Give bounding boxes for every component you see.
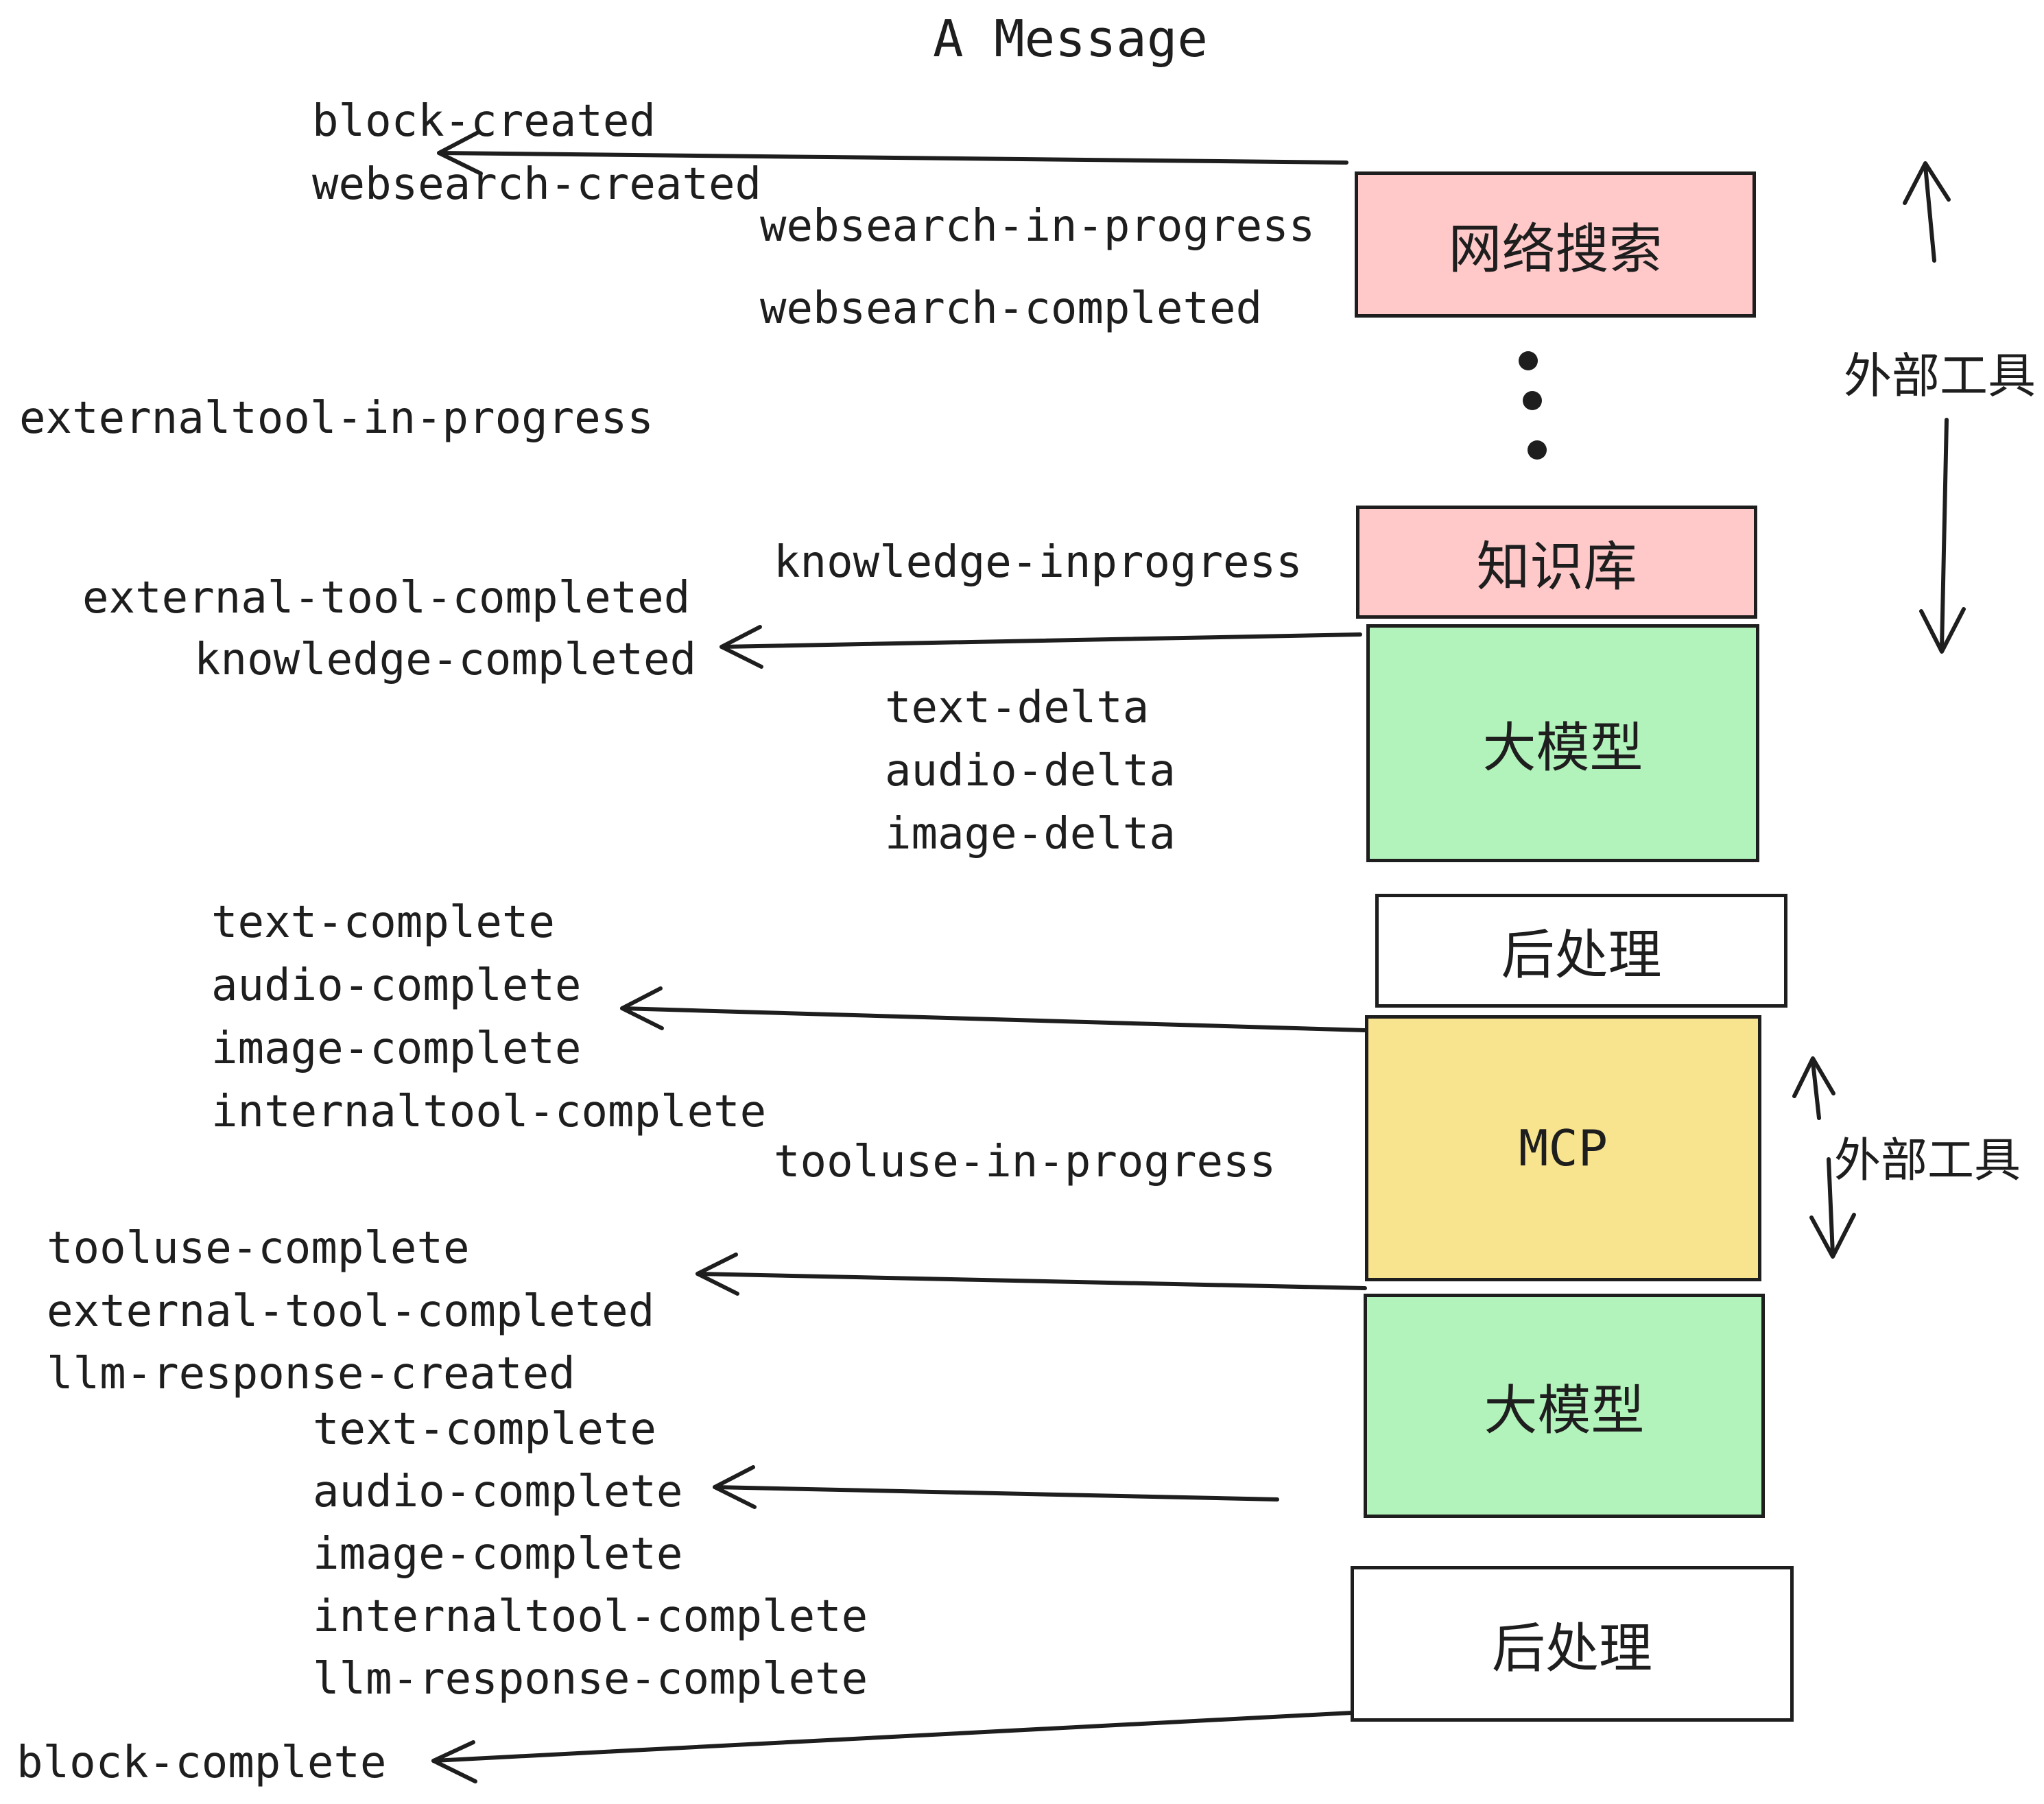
- event-label-websearch-completed: websearch-completed: [760, 283, 1263, 334]
- event-label-block-complete: block-complete: [16, 1737, 387, 1788]
- event-label-externaltool-in-progress: externaltool-in-progress: [19, 393, 654, 444]
- node-postprocess-2-label: 后处理: [1491, 1617, 1652, 1680]
- arrow-postprocess2-to-block-complete: [431, 1710, 1367, 1783]
- arrow-websearch-to-created: [437, 130, 1348, 176]
- event-label-block-created: block-created: [312, 96, 656, 147]
- arrow-knowledge-to-completed: [720, 625, 1362, 669]
- external-tools-arrow-1: [1903, 161, 1966, 654]
- event-label-internaltool-complete-2: internaltool-complete: [313, 1591, 868, 1642]
- event-label-audio-complete: audio-complete: [211, 960, 582, 1011]
- event-label-audio-complete-2: audio-complete: [313, 1467, 683, 1517]
- arrow-llm2-to-complete: [713, 1465, 1279, 1509]
- event-label-tooluse-complete: tooluse-complete: [47, 1223, 470, 1274]
- node-llm-1-label: 大模型: [1482, 717, 1643, 779]
- node-websearch-label: 网络搜索: [1448, 218, 1663, 281]
- external-tools-label-2: 外部工具: [1834, 1134, 2021, 1188]
- node-postprocess-1: 后处理: [1375, 894, 1787, 1008]
- event-label-knowledge-inprogress: knowledge-inprogress: [774, 537, 1303, 588]
- external-tools-label-1: 外部工具: [1844, 348, 2036, 404]
- event-label-internaltool-complete: internaltool-complete: [211, 1087, 767, 1137]
- event-label-text-complete: text-complete: [211, 897, 555, 948]
- event-label-llm-response-complete: llm-response-complete: [313, 1654, 868, 1705]
- node-knowledge: 知识库: [1356, 506, 1757, 619]
- node-postprocess-2: 后处理: [1351, 1566, 1794, 1722]
- event-label-image-delta: image-delta: [885, 809, 1176, 859]
- event-label-text-delta: text-delta: [885, 683, 1150, 733]
- node-websearch: 网络搜索: [1355, 171, 1756, 318]
- node-llm-2-label: 大模型: [1484, 1379, 1645, 1442]
- external-tools-arrow-2: [1792, 1056, 1856, 1259]
- event-label-image-complete-2: image-complete: [313, 1529, 683, 1580]
- event-label-external-tool-completed-2: external-tool-completed: [47, 1286, 655, 1337]
- node-mcp-label: MCP: [1518, 1119, 1608, 1177]
- arrow-mcp-to-tooluse-complete: [696, 1253, 1367, 1296]
- event-label-llm-response-created: llm-response-created: [47, 1349, 575, 1399]
- arrow-postprocess1-to-complete: [620, 986, 1367, 1032]
- event-label-image-complete: image-complete: [211, 1023, 582, 1074]
- node-mcp: MCP: [1365, 1015, 1761, 1281]
- node-knowledge-label: 知识库: [1476, 536, 1637, 598]
- ellipsis-dots: [1519, 351, 1547, 460]
- event-label-websearch-in-progress: websearch-in-progress: [760, 201, 1316, 252]
- event-label-text-complete-2: text-complete: [313, 1404, 656, 1455]
- event-label-websearch-created: websearch-created: [312, 159, 762, 210]
- event-label-knowledge-completed: knowledge-completed: [194, 634, 697, 685]
- diagram-title: A Message: [933, 10, 1208, 69]
- node-postprocess-1-label: 后处理: [1501, 925, 1662, 986]
- event-label-audio-delta: audio-delta: [885, 746, 1176, 796]
- node-llm-1: 大模型: [1366, 624, 1759, 862]
- event-label-external-tool-completed: external-tool-completed: [82, 573, 691, 624]
- node-llm-2: 大模型: [1364, 1294, 1765, 1518]
- event-label-tooluse-in-progress: tooluse-in-progress: [774, 1137, 1276, 1187]
